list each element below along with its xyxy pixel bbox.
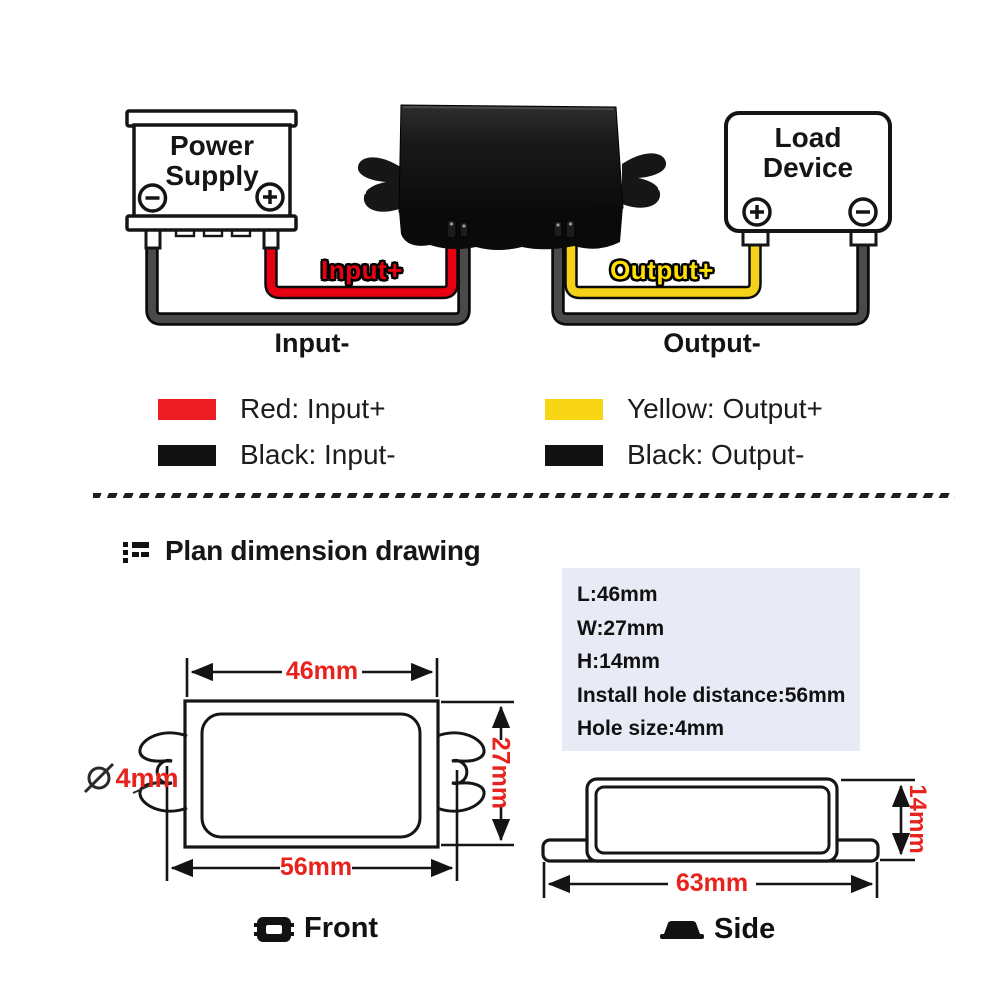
power-supply-label: Power Supply [165, 130, 259, 191]
dimension-heading-text: Plan dimension drawing [165, 535, 481, 566]
input-plus-wire-label: Input+ [321, 255, 403, 285]
dim-label-56mm: 56mm [279, 853, 353, 881]
spec-height: H:14mm [577, 650, 660, 673]
spec-hole-distance: Install hole distance:56mm [577, 683, 846, 707]
minus-terminal-power [137, 183, 168, 213]
dim-46mm-lines [185, 658, 439, 697]
dim-14mm-lines [841, 778, 915, 862]
legend-item-black-output: Black: Output- [545, 441, 804, 469]
dim-label-63mm: 63mm [675, 869, 749, 897]
power-supply-flange [125, 214, 298, 232]
legend-label: Yellow: Output+ [627, 393, 823, 424]
legend-label: Red: Input+ [240, 393, 386, 424]
spec-length: L:46mm [577, 583, 658, 606]
output-minus-wire [551, 230, 870, 326]
power-supply-box [125, 109, 298, 250]
side-outer-outline [585, 777, 839, 863]
legend-item-red-input: Red: Input+ [158, 395, 386, 423]
side-view-caption: Side [660, 913, 775, 946]
front-outer-outline [183, 699, 440, 849]
converter-top-face [398, 104, 624, 213]
front-view-icon [254, 916, 294, 942]
input-minus-wire-label: Input- [274, 328, 350, 358]
side-view-drawing [541, 777, 915, 898]
dimension-section-heading: Plan dimension drawing [123, 535, 481, 567]
red-wire-swatch [158, 398, 216, 420]
input-minus-wire [145, 232, 471, 326]
output-plus-wire [564, 228, 762, 300]
spec-hole-size: Hole size:4mm [577, 717, 725, 740]
dim-label-4mm: 4mm [115, 763, 179, 793]
legend-label: Black: Output- [627, 439, 805, 470]
diameter-symbol [83, 762, 163, 794]
load-device-box [724, 111, 892, 247]
power-supply-leg-left [144, 227, 162, 250]
section-divider [93, 493, 955, 498]
converter-pins [446, 219, 576, 239]
side-view-icon [660, 920, 704, 939]
legend-item-black-input: Black: Input- [158, 441, 396, 469]
black-wire-swatch [545, 444, 603, 466]
black-wire-swatch [158, 444, 216, 466]
converter-device [350, 104, 674, 250]
legend-label: Black: Input- [240, 439, 396, 470]
converter-front-skirt [399, 206, 623, 250]
load-device-label: Load Device [762, 122, 854, 183]
power-supply-leg-right [262, 227, 280, 250]
minus-terminal-load [848, 197, 878, 227]
plus-terminal-power [255, 182, 285, 212]
front-view-drawing [83, 658, 514, 881]
front-caption-text: Front [304, 912, 379, 944]
plus-terminal-load [742, 197, 772, 227]
dim-label-27mm: 27mm [486, 736, 515, 810]
converter-ear-right [622, 153, 667, 208]
front-mounting-ear-right [436, 731, 486, 813]
dim-label-46mm: 46mm [285, 657, 359, 685]
spec-box: L:46mm W:27mm H:14mm Install hole distan… [562, 568, 860, 751]
list-grid-icon [123, 542, 149, 563]
dim-63mm-lines [542, 862, 879, 898]
output-plus-wire-label: Output+ [610, 255, 714, 285]
dim-56mm-lines [165, 766, 459, 881]
side-inner-outline [594, 785, 831, 855]
dim-label-14mm: 14mm [904, 784, 931, 854]
output-minus-wire-label: Output- [663, 328, 761, 358]
converter-ear-left [357, 157, 402, 212]
pin-highlights [449, 222, 573, 228]
dim-27mm-lines [441, 700, 514, 847]
legend-item-yellow-output: Yellow: Output+ [545, 395, 823, 423]
yellow-wire-swatch [545, 398, 603, 420]
spec-width: W:27mm [577, 616, 665, 640]
front-inner-outline [200, 712, 422, 839]
front-view-caption: Front [254, 912, 378, 945]
side-caption-text: Side [714, 913, 776, 945]
input-plus-wire [264, 228, 459, 300]
front-mounting-ear-left [138, 731, 188, 813]
